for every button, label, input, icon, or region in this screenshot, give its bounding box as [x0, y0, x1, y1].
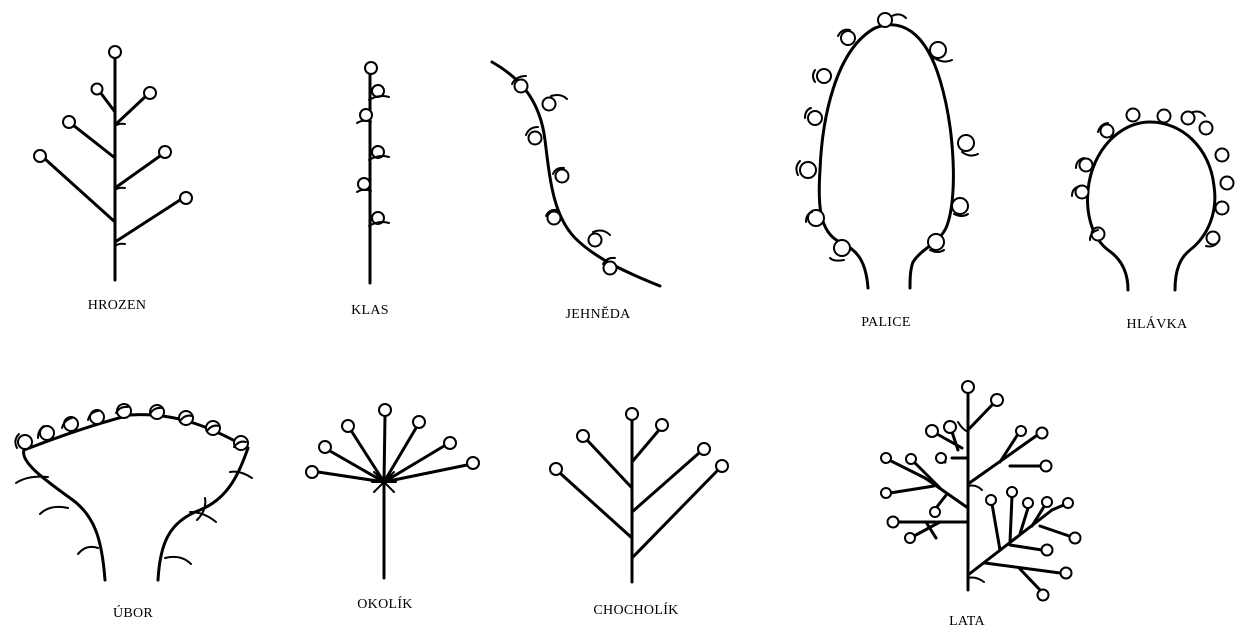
hlavka-drawing — [1072, 109, 1234, 291]
label-ubor: ÚBOR — [113, 604, 153, 621]
label-chocholik: CHOCHOLÍK — [593, 601, 678, 618]
klas-drawing — [357, 62, 389, 283]
label-hrozen: HROZEN — [88, 298, 147, 313]
label-palice: PALICE — [861, 315, 911, 330]
jehneda-drawing — [492, 62, 660, 286]
ubor-drawing — [15, 404, 252, 580]
chocholik-drawing — [550, 408, 728, 582]
label-klas: KLAS — [351, 303, 389, 318]
hrozen-drawing — [34, 46, 192, 280]
label-lata: LATA — [949, 614, 985, 629]
palice-drawing — [796, 13, 978, 288]
label-okolik: OKOLÍK — [357, 595, 412, 612]
okolik-drawing — [306, 404, 479, 578]
lata-drawing — [881, 381, 1081, 601]
label-hlavka: HLÁVKA — [1127, 315, 1188, 332]
label-jehneda: JEHNĚDA — [565, 305, 631, 322]
